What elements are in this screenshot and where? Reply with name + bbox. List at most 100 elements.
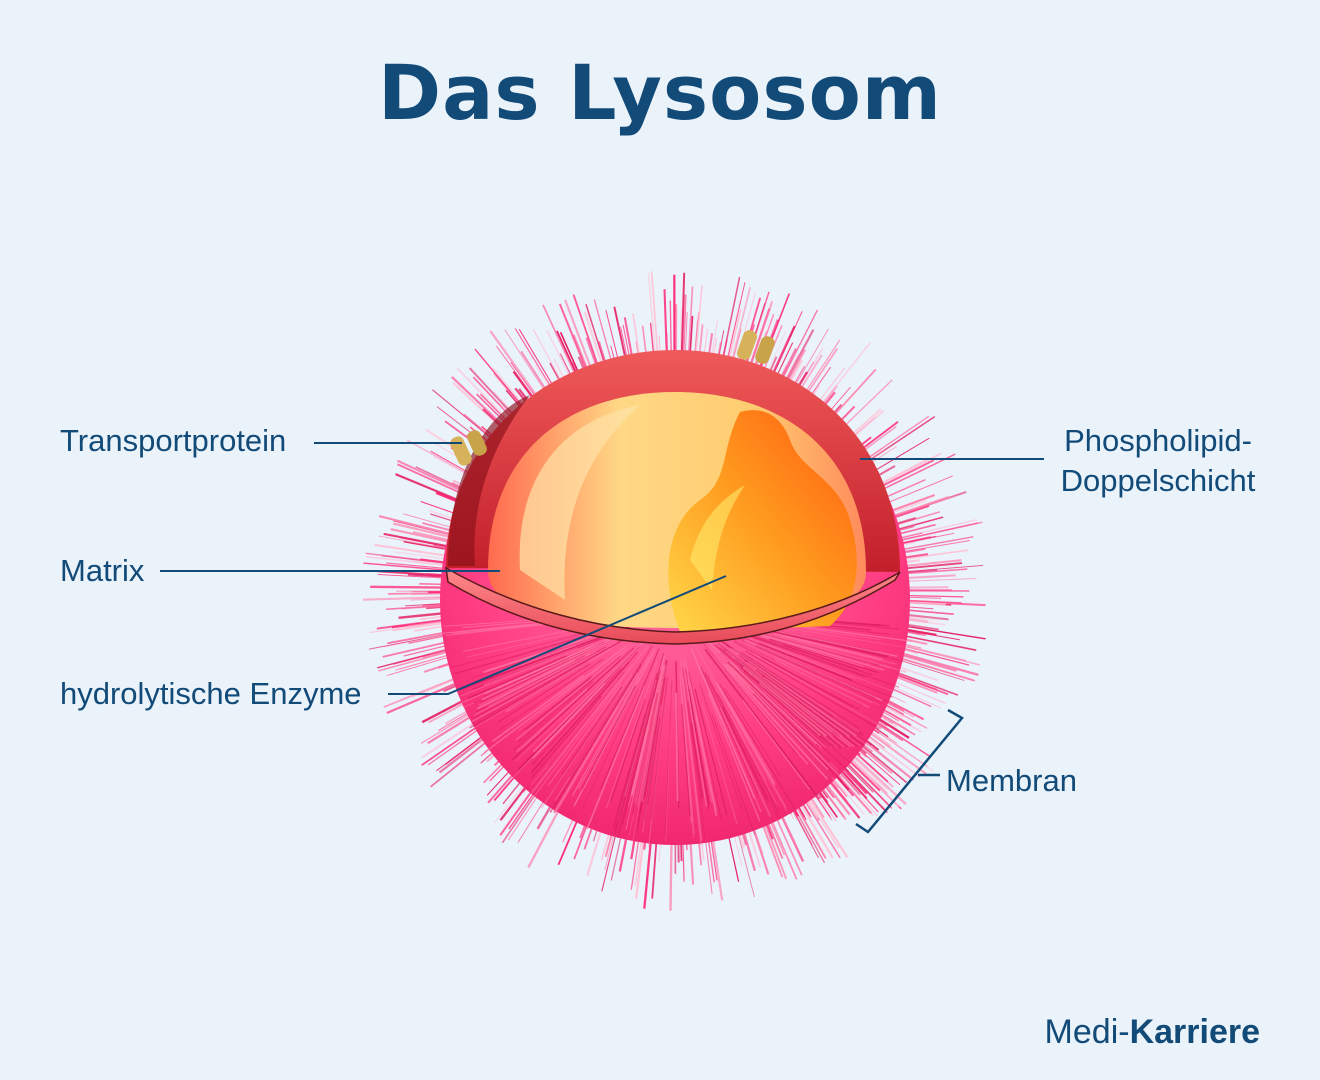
membrane-fiber bbox=[530, 695, 602, 779]
membrane-fiber bbox=[469, 631, 638, 729]
membrane-fiber bbox=[717, 693, 779, 812]
membrane-fiber bbox=[738, 668, 849, 772]
membrane-fiber bbox=[515, 667, 615, 762]
membrane-fiber bbox=[681, 704, 691, 817]
membrane-fiber bbox=[531, 663, 634, 793]
membrane-fiber bbox=[616, 713, 647, 812]
membrane-spike bbox=[679, 308, 683, 358]
membrane-fiber bbox=[711, 633, 864, 736]
membrane-fiber bbox=[548, 671, 625, 766]
membrane-fiber bbox=[717, 638, 834, 717]
membrane-fiber bbox=[664, 680, 673, 836]
membrane-fiber bbox=[627, 725, 649, 806]
membrane-fiber bbox=[681, 691, 694, 839]
membrane-fiber bbox=[460, 634, 609, 691]
membrane-fiber bbox=[716, 683, 776, 785]
membrane-fiber bbox=[764, 688, 831, 747]
membrane-fiber bbox=[751, 674, 824, 737]
membrane-fiber bbox=[720, 640, 861, 736]
membrane-fiber bbox=[531, 645, 648, 800]
membrane-spike bbox=[828, 368, 877, 422]
membrane-fiber bbox=[782, 644, 859, 670]
membrane-fiber bbox=[728, 701, 773, 776]
membrane-spike bbox=[370, 585, 450, 589]
membrane-fiber bbox=[460, 642, 594, 697]
membrane-fiber bbox=[742, 700, 811, 790]
membrane-fiber bbox=[709, 635, 841, 738]
membrane-fiber bbox=[682, 677, 703, 841]
membrane-fiber bbox=[525, 676, 592, 731]
membrane-spike bbox=[896, 564, 984, 573]
membrane-spike bbox=[514, 328, 555, 393]
membrane-spike bbox=[892, 521, 983, 543]
membrane-fiber bbox=[498, 658, 604, 731]
label-phospholipid-line2: Doppelschicht bbox=[1060, 463, 1256, 498]
membrane-fiber bbox=[707, 675, 781, 821]
membrane-fiber bbox=[679, 657, 702, 846]
matrix-highlight bbox=[519, 405, 640, 600]
membrane-fiber bbox=[719, 706, 772, 817]
membrane-fiber bbox=[675, 692, 679, 802]
membrane-fiber bbox=[531, 667, 622, 766]
membrane-fiber bbox=[726, 650, 834, 738]
membrane-fiber bbox=[742, 666, 828, 737]
membrane-fiber bbox=[769, 682, 855, 748]
membrane-fiber bbox=[531, 679, 618, 786]
membrane-fiber bbox=[758, 642, 853, 682]
membrane-fiber bbox=[683, 711, 695, 834]
membrane-fiber bbox=[704, 648, 821, 800]
membrane-spike bbox=[396, 459, 468, 494]
membrane-fiber bbox=[762, 690, 827, 748]
membrane-fiber bbox=[684, 668, 710, 810]
membrane-fiber bbox=[759, 628, 903, 662]
membrane-fiber bbox=[700, 666, 760, 796]
membrane-spike bbox=[407, 573, 446, 578]
membrane-fiber bbox=[481, 637, 616, 701]
membrane-fiber bbox=[530, 661, 630, 775]
membrane-fiber bbox=[718, 629, 882, 705]
brand-logo: Medi-Karriere bbox=[1045, 1013, 1260, 1052]
membrane-fiber bbox=[643, 724, 659, 819]
page-title: Das Lysosom bbox=[378, 48, 942, 137]
membrane-fiber bbox=[473, 646, 607, 719]
membrane-fiber bbox=[518, 655, 621, 743]
membrane-fiber bbox=[760, 656, 854, 708]
membrane-fiber bbox=[751, 669, 833, 733]
membrane-spike bbox=[573, 295, 602, 376]
membrane-fiber bbox=[774, 656, 873, 704]
membrane-fiber bbox=[617, 677, 659, 838]
membrane-fiber bbox=[632, 692, 659, 815]
membrane-fiber bbox=[553, 693, 620, 791]
membrane-fiber bbox=[610, 699, 646, 802]
membrane-fiber bbox=[755, 644, 876, 699]
membrane-fiber bbox=[768, 638, 879, 674]
membrane-fiber bbox=[641, 664, 667, 802]
membrane-fiber bbox=[505, 648, 612, 713]
membrane-fiber bbox=[758, 682, 821, 737]
membrane-fiber bbox=[480, 633, 626, 703]
membrane-fiber bbox=[470, 636, 628, 725]
membrane-fiber bbox=[517, 668, 599, 732]
membrane-fiber bbox=[687, 688, 711, 806]
membrane-fiber bbox=[707, 692, 761, 822]
membrane-fiber bbox=[631, 655, 666, 796]
membrane-fiber bbox=[471, 641, 618, 723]
membrane-fiber bbox=[513, 680, 594, 751]
membrane-fiber bbox=[665, 729, 671, 842]
membrane-fiber bbox=[761, 674, 859, 748]
membrane-fiber bbox=[714, 656, 809, 765]
membrane-fiber bbox=[650, 676, 668, 819]
label-matrix: Matrix bbox=[60, 553, 145, 588]
membrane-fiber bbox=[698, 666, 762, 813]
membrane-fiber bbox=[745, 642, 880, 706]
membrane-fiber bbox=[723, 648, 848, 748]
membrane-fiber bbox=[749, 686, 842, 782]
membrane-fiber bbox=[748, 671, 838, 748]
membrane-fiber bbox=[643, 677, 666, 822]
membrane-fiber bbox=[467, 655, 568, 700]
membrane-fiber bbox=[682, 667, 706, 839]
membrane-fiber bbox=[774, 632, 883, 661]
label-phospholipid-line1: Phospholipid- bbox=[1064, 423, 1252, 458]
membrane-fiber bbox=[690, 648, 756, 799]
